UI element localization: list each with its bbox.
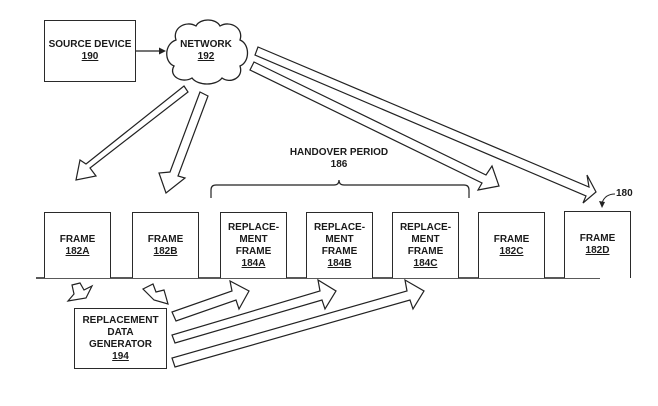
generator-line-2: DATA: [107, 326, 134, 338]
frame-label-line: FRAME: [493, 233, 530, 245]
source-device-box: SOURCE DEVICE 190: [44, 20, 136, 82]
replacement-data-generator-box: REPLACEMENT DATA GENERATOR 194: [74, 308, 167, 369]
generator-to-frame-184a-arrow: [171, 279, 250, 322]
frame-label-line: FRAME: [579, 233, 616, 244]
frame-label-line: REPLACE-: [399, 221, 452, 233]
handover-period-name: HANDOVER PERIOD: [289, 147, 389, 158]
network-to-frame-182c-arrow: [249, 61, 500, 191]
network-name: NETWORK: [180, 39, 232, 50]
source-device-label: SOURCE DEVICE: [48, 39, 132, 50]
frame-label-line: FRAME: [235, 245, 272, 257]
frame-label-line: FRAME: [407, 245, 444, 257]
handover-period-label: HANDOVER PERIOD 186: [279, 147, 399, 171]
frame-label-line: FRAME: [147, 233, 184, 245]
generator-to-frame-184b-arrow: [171, 278, 337, 344]
network-to-frame-182b-arrow: [158, 91, 209, 194]
network-cloud: [166, 19, 249, 85]
frame-label-line: MENT: [411, 233, 440, 245]
network-to-frame-182d-arrow: [254, 46, 597, 204]
source-device-ref: 190: [81, 51, 99, 62]
frame-label-line: REPLACE-: [313, 221, 366, 233]
network-ref: 192: [197, 51, 215, 62]
frame-label-line: FRAME: [321, 245, 358, 257]
frame-ref: 182C: [499, 245, 524, 257]
handover-period-ref: 186: [330, 159, 348, 170]
frame-ref: 182B: [153, 245, 178, 257]
frame-ref: 184C: [413, 257, 438, 269]
network-label: NETWORK 192: [176, 39, 236, 63]
frame-ref: 182D: [585, 245, 610, 256]
frame-ref: 182A: [65, 245, 90, 257]
figure-ref-label: 180: [616, 188, 633, 199]
frame-label-line: FRAME: [59, 233, 96, 245]
generator-line-3: GENERATOR: [89, 338, 152, 350]
connector-arrowhead: [159, 47, 166, 55]
frame-182a-to-generator-arrow: [66, 282, 94, 302]
generator-to-frame-184c-arrow: [171, 278, 425, 368]
frame-ref: 184A: [241, 257, 266, 269]
frame-label-line: MENT: [239, 233, 268, 245]
generator-ref: 194: [112, 350, 129, 362]
figure-ref-arrowhead: [599, 201, 605, 208]
frame-label-line: REPLACE-: [227, 221, 280, 233]
network-to-frame-182a-arrow: [75, 85, 189, 181]
handover-brace: [210, 179, 470, 198]
generator-line-1: REPLACEMENT: [82, 314, 159, 326]
frame-ref: 184B: [327, 257, 352, 269]
frame-182b-to-generator-arrow: [141, 283, 169, 305]
frame-label-line: MENT: [325, 233, 354, 245]
figure-ref-leader: [601, 193, 616, 204]
